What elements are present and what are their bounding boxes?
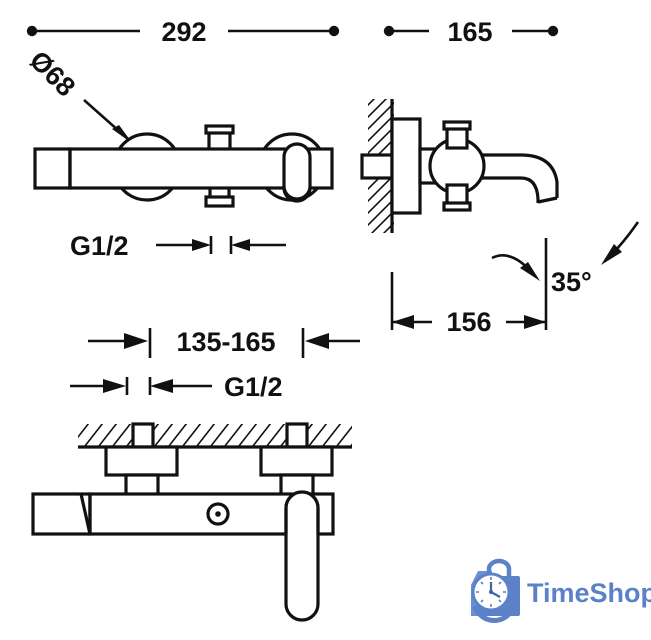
dim-g12-front-label: G1/2 xyxy=(70,231,129,261)
hatch-line xyxy=(181,424,202,447)
dim-35-label: 35° xyxy=(551,267,592,297)
dim-35-arrow-right xyxy=(601,244,622,265)
logo-clock-ticks xyxy=(476,577,506,607)
hatch-line xyxy=(223,424,244,447)
hatch-line xyxy=(237,424,258,447)
front-spout-lever-base xyxy=(282,185,312,201)
dim-156-arrow-left xyxy=(392,315,414,329)
hatch-line xyxy=(97,424,118,447)
top-handle-lever xyxy=(284,490,320,622)
dim-135165-label: 135-165 xyxy=(176,327,275,357)
dim-35-arrow-left xyxy=(520,262,540,281)
dimension-156: 156 xyxy=(390,238,548,337)
dimension-g12-top: G1/2 xyxy=(70,372,283,402)
front-left-end-block xyxy=(33,147,72,190)
side-upper-stem-cap xyxy=(442,120,472,131)
hatch-line xyxy=(153,424,174,447)
hatch-line xyxy=(83,424,104,447)
side-view-assembly xyxy=(360,99,559,233)
dimension-165: 165 xyxy=(383,17,559,47)
hatch-line xyxy=(111,424,132,447)
dim-g12-top-arrow-left xyxy=(103,379,126,393)
dim-g12-front-arrow-right xyxy=(231,239,250,251)
top-left-wall-plug xyxy=(131,422,155,449)
hatch-line xyxy=(265,424,286,447)
dim-135165-arrow-left xyxy=(124,333,148,349)
dimension-292: 292 xyxy=(26,17,340,47)
dimension-g12-front: G1/2 xyxy=(70,231,286,261)
side-spout-outlet-face xyxy=(537,196,558,204)
dim-165-label: 165 xyxy=(447,17,492,47)
front-top-nipple-cap xyxy=(204,124,235,135)
logo-arrow-swoosh xyxy=(472,605,511,623)
dim-292-label: 292 xyxy=(161,17,206,47)
logo-arrow-head xyxy=(503,602,516,617)
front-view-tap xyxy=(33,124,334,208)
top-right-flange xyxy=(259,445,334,477)
side-wall-flange xyxy=(390,117,422,215)
dim-g12-front-arrow-left xyxy=(192,239,211,251)
side-spout-upper-edge xyxy=(481,153,559,198)
dim-156-label: 156 xyxy=(446,307,491,337)
dim-g12-top-label: G1/2 xyxy=(224,372,283,402)
logo-clock-center-pin xyxy=(489,590,493,594)
logo-bag-handle xyxy=(486,558,512,576)
top-handle-top-cap xyxy=(284,490,320,509)
logo-brand-text: TimeShop xyxy=(527,578,651,608)
hatch-line xyxy=(307,424,328,447)
hatch-line xyxy=(321,424,342,447)
hatch-line xyxy=(335,425,352,447)
side-inlet-stub xyxy=(360,153,394,180)
hatch-line xyxy=(368,99,388,119)
side-spout-lower-edge xyxy=(481,176,540,203)
top-right-wall-plug xyxy=(285,422,309,449)
hatch-line xyxy=(195,424,216,447)
front-bottom-fitting-collar xyxy=(204,195,235,208)
hatch-line xyxy=(209,424,230,447)
side-lower-stem-cap xyxy=(442,201,472,212)
hatch-line xyxy=(251,424,272,447)
top-indicator-dot xyxy=(215,511,221,517)
dim-292-left-dot xyxy=(26,25,38,37)
top-view-assembly xyxy=(31,422,352,622)
dim-135165-arrow-right xyxy=(305,333,329,349)
hatch-line xyxy=(167,424,188,447)
dim-g12-top-arrow-right xyxy=(150,379,173,393)
dimension-135-165: 135-165 xyxy=(88,327,360,358)
timeshop-logo[interactable]: TimeShop xyxy=(471,558,651,623)
dimension-angle-35: 35° xyxy=(491,221,640,297)
top-left-flange xyxy=(104,445,179,477)
